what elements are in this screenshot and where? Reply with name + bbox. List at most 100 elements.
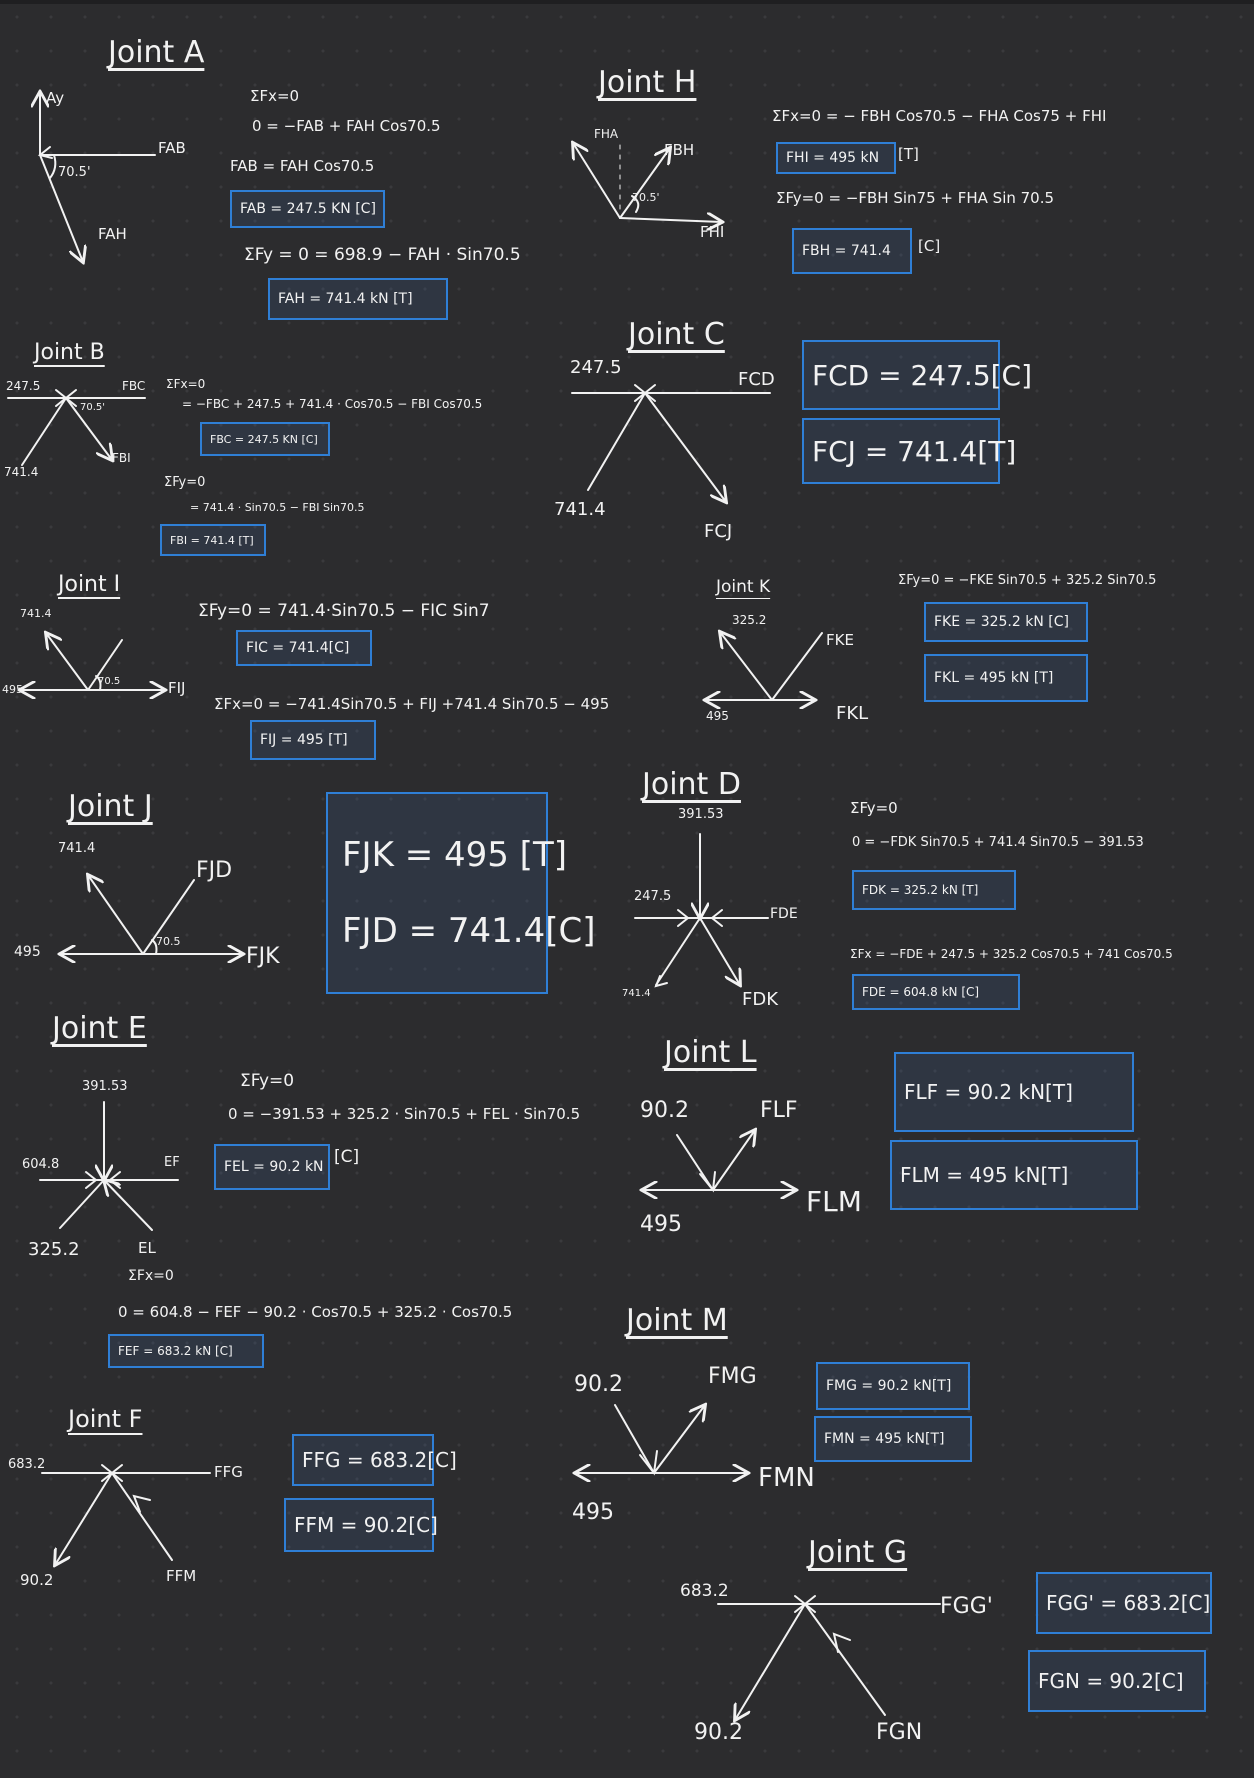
label-fhi: FHI	[700, 223, 725, 241]
label-ffg: FFG	[214, 1463, 243, 1481]
label-495: 495	[640, 1212, 682, 1237]
label-fij: FIJ	[168, 679, 186, 697]
answer-box: FKE = 325.2 kN [C]	[924, 602, 1088, 642]
joint-g-title: Joint G	[808, 1535, 908, 1570]
label-741: 741.4	[622, 988, 651, 999]
label-fgg: FGG'	[940, 1594, 993, 1619]
joint-d-title: Joint D	[642, 767, 741, 802]
label-flf: FLF	[760, 1098, 798, 1123]
answer-box: FMN = 495 kN[T]	[814, 1416, 972, 1462]
joint-e-diagram	[39, 1101, 179, 1231]
label-391: 391.53	[678, 807, 724, 822]
label-325: 325.2	[28, 1239, 80, 1260]
label-angle: 70.5'	[58, 165, 91, 180]
label-741: 741.4	[20, 607, 52, 620]
label-fcd: FCD	[738, 369, 775, 390]
label-fab: FAB	[158, 139, 186, 157]
equation: ΣFy=0	[850, 799, 898, 817]
equation: 0 = −FAB + FAH Cos70.5	[252, 117, 441, 135]
joint-j-title: Joint J	[68, 789, 153, 824]
equation: ΣFy=0	[164, 475, 206, 490]
label-325: 325.2	[732, 613, 767, 627]
equation: ΣFx=0 = − FBH Cos70.5 − FHA Cos75 + FHI	[772, 107, 1107, 125]
equation: 0 = 604.8 − FEF − 90.2 · Cos70.5 + 325.2…	[118, 1303, 513, 1321]
answer-box: FAB = 247.5 KN [C]	[230, 190, 385, 228]
label-fmg: FMG	[708, 1364, 757, 1389]
label-ef: EF	[164, 1155, 180, 1170]
answer-fjk: FJK = 495 [T]	[342, 835, 567, 875]
answer-box: FHI = 495 kN	[776, 142, 896, 174]
joint-j-diagram	[60, 875, 243, 954]
equation: ΣFy=0 = −FBH Sin75 + FHA Sin 70.5	[776, 189, 1055, 207]
label-247: 247.5	[634, 889, 672, 904]
label-angle: 70.5'	[80, 402, 106, 413]
label-247: 247.5	[6, 379, 41, 393]
answer-tag: [T]	[898, 145, 919, 163]
joint-a-title: Joint A	[108, 35, 205, 70]
label-90: 90.2	[574, 1372, 623, 1397]
answer-box: FGG' = 683.2[C]	[1036, 1572, 1212, 1634]
equation: ΣFx=0 = −741.4Sin70.5 + FIJ +741.4 Sin70…	[214, 695, 610, 713]
joint-b-title: Joint B	[34, 340, 105, 365]
label-fke: FKE	[826, 631, 854, 649]
equation: ΣFx=0	[128, 1268, 174, 1284]
joint-b-diagram	[7, 389, 146, 466]
joint-k-diagram	[705, 632, 823, 700]
equation: ΣFy=0 = −FKE Sin70.5 + 325.2 Sin70.5	[898, 573, 1157, 588]
label-fbc: FBC	[122, 379, 146, 393]
label-fbh: FBH	[664, 141, 695, 159]
label-fha: FHA	[594, 127, 619, 141]
answer-box: FIJ = 495 [T]	[250, 720, 376, 760]
equation: FAB = FAH Cos70.5	[230, 157, 375, 175]
answer-box: FCJ = 741.4[T]	[802, 418, 1016, 484]
joint-l-title: Joint L	[664, 1035, 757, 1070]
label-el: EL	[138, 1239, 156, 1257]
joint-h-title: Joint H	[598, 65, 697, 100]
label-fde: FDE	[770, 906, 798, 922]
answer-box: FBH = 741.4	[792, 228, 912, 274]
equation: ΣFy=0 = 741.4·Sin70.5 − FIC Sin7	[198, 601, 490, 621]
equation: ΣFx=0	[250, 87, 300, 105]
answer-box: FLF = 90.2 kN[T]	[894, 1052, 1134, 1132]
label-ay: Ay	[46, 89, 65, 107]
answer-box: FBI = 741.4 [T]	[160, 524, 266, 556]
answer-box: FIC = 741.4[C]	[236, 630, 372, 666]
label-angle: 70.5'	[632, 191, 660, 204]
label-495: 495	[572, 1500, 614, 1525]
equation: ΣFx=0	[166, 377, 206, 391]
answer-tag: [C]	[334, 1147, 360, 1167]
equation: ΣFy = 0 = 698.9 − FAH · Sin70.5	[244, 245, 521, 265]
joint-e-title: Joint E	[52, 1011, 147, 1046]
answer-box: FKL = 495 kN [T]	[924, 654, 1088, 702]
label-683: 683.2	[680, 1581, 729, 1601]
joint-l-diagram	[642, 1130, 796, 1190]
label-fjd: FJD	[196, 858, 233, 883]
joint-k-title: Joint K	[716, 577, 771, 597]
label-fdk: FDK	[742, 989, 779, 1010]
joint-c-title: Joint C	[628, 317, 725, 352]
label-683: 683.2	[8, 1457, 46, 1472]
label-angle: 70.5	[156, 935, 181, 948]
answer-box: FFM = 90.2[C]	[284, 1498, 438, 1552]
joint-i-diagram	[20, 633, 165, 690]
answer-fjd: FJD = 741.4[C]	[342, 911, 596, 951]
equation: ΣFy=0	[240, 1071, 295, 1091]
answer-box: FLM = 495 kN[T]	[890, 1140, 1138, 1210]
joint-a-diagram	[38, 92, 156, 262]
answer-box: FBC = 247.5 KN [C]	[200, 422, 330, 456]
answer-box: FGN = 90.2[C]	[1028, 1650, 1206, 1712]
label-ffm: FFM	[166, 1567, 197, 1585]
label-741: 741.4	[58, 841, 96, 856]
label-fah: FAH	[98, 225, 127, 243]
joint-c-diagram	[571, 384, 771, 502]
answer-tag: [C]	[918, 237, 941, 255]
answer-box: FJK = 495 [T] FJD = 741.4[C]	[326, 792, 595, 994]
equation: 0 = −391.53 + 325.2 · Sin70.5 + FEL · Si…	[228, 1105, 581, 1123]
joint-i-title: Joint I	[58, 572, 121, 597]
label-741: 741.4	[554, 499, 606, 520]
joint-f-title: Joint F	[68, 1405, 143, 1433]
answer-box: FDE = 604.8 kN [C]	[852, 974, 1020, 1010]
label-angle: 70.5	[98, 676, 121, 687]
label-90: 90.2	[694, 1720, 743, 1745]
